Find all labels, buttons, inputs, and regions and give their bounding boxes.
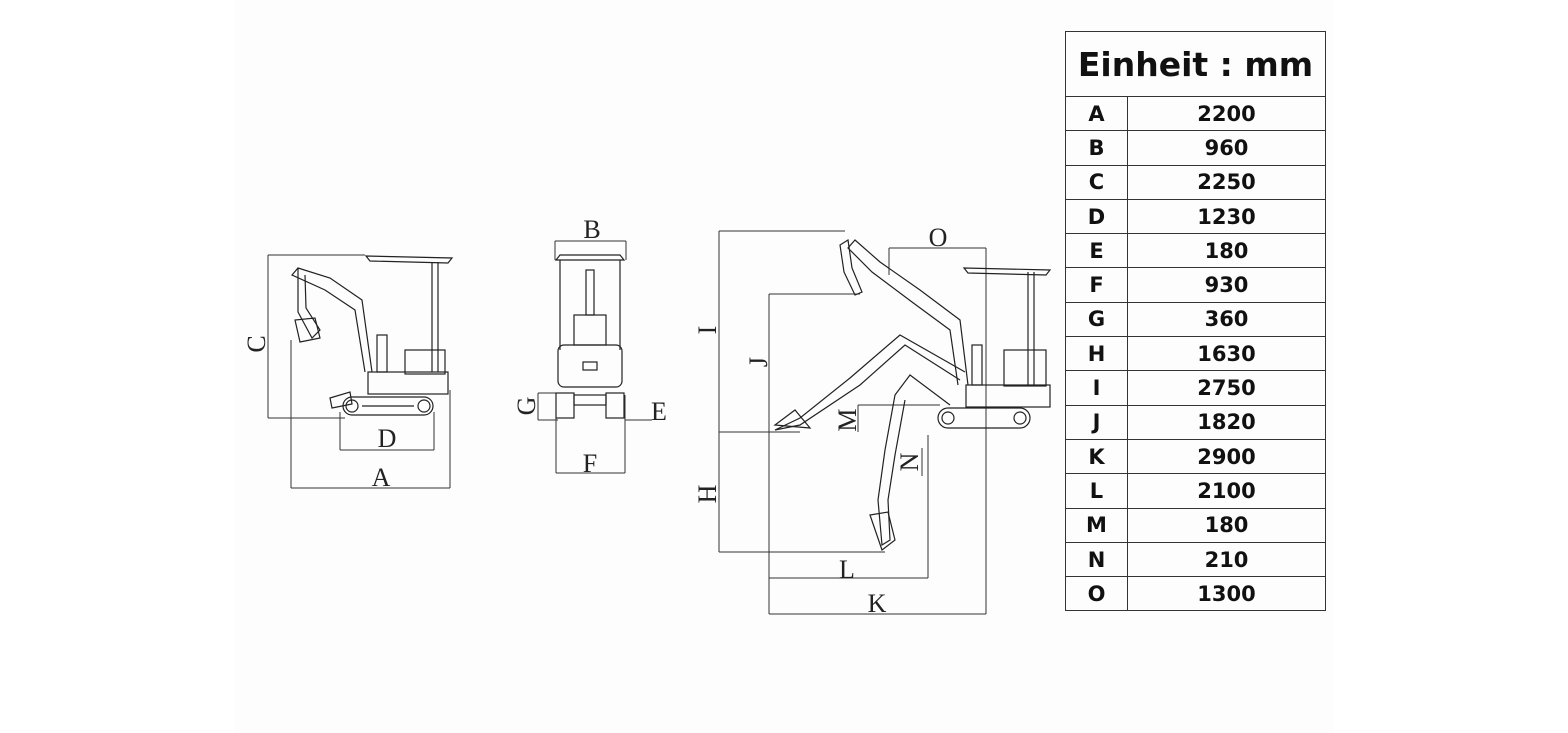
- dimension-value: 210: [1127, 541, 1326, 578]
- dimension-key: E: [1065, 233, 1128, 269]
- dimension-key: H: [1065, 336, 1128, 372]
- dim-label-e: E: [651, 397, 667, 426]
- dimension-value: 2200: [1127, 95, 1326, 132]
- work-boom-raised: [847, 239, 969, 386]
- dimension-value: 2100: [1127, 473, 1326, 509]
- work-track: [937, 407, 1031, 429]
- dimension-key: B: [1065, 130, 1128, 166]
- dim-label-l: L: [839, 555, 855, 584]
- dim-label-j: J: [744, 357, 773, 367]
- dimension-key: C: [1065, 164, 1128, 200]
- dim-label-g: G: [512, 397, 541, 416]
- dim-label-a: A: [372, 463, 391, 492]
- dim-label-i: I: [693, 326, 722, 335]
- dim-label-c: C: [242, 335, 271, 352]
- dimension-key: M: [1065, 507, 1128, 543]
- dimension-key: G: [1065, 301, 1128, 338]
- unit-header: Einheit : mm: [1065, 31, 1326, 97]
- dimension-value: 1300: [1127, 576, 1326, 612]
- front-boom: [585, 269, 595, 316]
- work-boom-dig: [877, 374, 951, 547]
- side-blade: [329, 391, 353, 409]
- work-canopy: [962, 267, 1052, 276]
- dim-label-k: K: [868, 589, 887, 618]
- front-track-right: [605, 392, 625, 419]
- dimension-key: D: [1065, 198, 1128, 235]
- dimension-value: 360: [1127, 301, 1326, 338]
- side-view: C D A: [242, 254, 454, 492]
- dim-label-b: B: [583, 215, 600, 244]
- dimension-value: 930: [1127, 267, 1326, 303]
- dim-label-f: F: [583, 449, 597, 478]
- dimension-key: F: [1065, 267, 1128, 303]
- side-bucket: [294, 317, 321, 343]
- work-boom-extended: [774, 334, 966, 431]
- side-seat: [376, 334, 388, 373]
- dimension-key: J: [1065, 404, 1128, 440]
- work-excavator-outline: [773, 239, 1052, 551]
- dimension-key: L: [1065, 473, 1128, 509]
- dimension-key: K: [1065, 438, 1128, 475]
- dimension-value: 1230: [1127, 198, 1326, 235]
- dimension-key: A: [1065, 95, 1128, 132]
- dimension-value: 1820: [1127, 404, 1326, 440]
- dimension-key: I: [1065, 370, 1128, 406]
- dimension-key: O: [1065, 576, 1128, 612]
- dimension-value: 2750: [1127, 370, 1326, 406]
- work-bucket-dig: [869, 511, 896, 551]
- dim-label-d: D: [378, 424, 397, 453]
- work-bucket-ground: [773, 409, 812, 429]
- front-excavator-outline: [554, 254, 626, 419]
- dimension-value: 960: [1127, 130, 1326, 166]
- dim-label-h: H: [693, 484, 722, 503]
- dimension-key: N: [1065, 541, 1128, 578]
- dim-label-o: O: [929, 223, 948, 252]
- side-engine-hood: [404, 349, 446, 375]
- front-view: B G E F: [512, 215, 667, 478]
- work-seat: [971, 344, 983, 386]
- dimension-value: 180: [1127, 507, 1326, 543]
- work-engine: [1003, 349, 1047, 387]
- dimension-value: 2250: [1127, 164, 1326, 200]
- dim-label-n: N: [895, 452, 924, 471]
- dim-label-m: M: [833, 408, 862, 431]
- work-arm-raised: [839, 239, 863, 296]
- side-arm: [297, 268, 321, 339]
- work-upper-body: [965, 384, 1051, 408]
- front-track-left: [555, 392, 575, 419]
- side-upper-body: [367, 371, 449, 395]
- working-range-view: I J H O M N L K: [693, 223, 1052, 618]
- dimension-value: 2900: [1127, 438, 1326, 475]
- dimension-value: 180: [1127, 233, 1326, 269]
- side-canopy: [364, 255, 454, 264]
- dimension-value: 1630: [1127, 336, 1326, 372]
- side-excavator-outline: [291, 255, 454, 416]
- front-body: [557, 344, 623, 388]
- front-canopy: [554, 254, 626, 261]
- front-seat: [573, 314, 607, 346]
- side-boom: [291, 267, 373, 373]
